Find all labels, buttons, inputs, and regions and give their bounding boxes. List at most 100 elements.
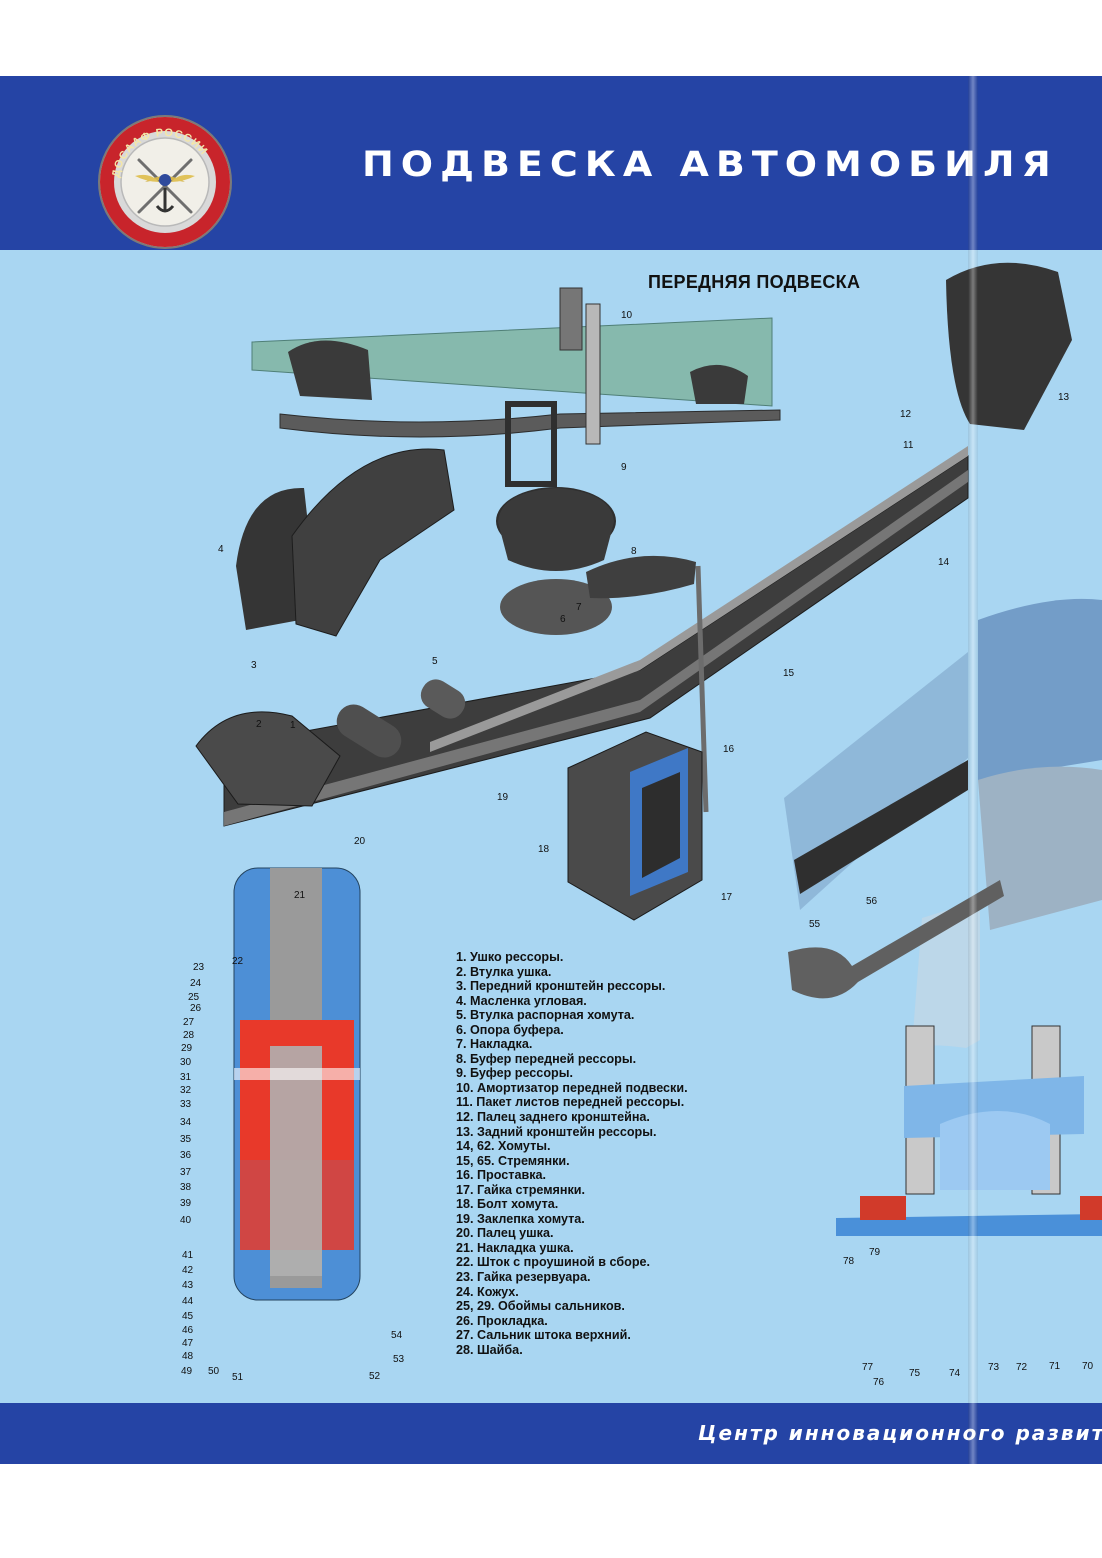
callout-22: 22 xyxy=(232,956,244,967)
callout-73: 73 xyxy=(988,1362,1000,1373)
callout-21: 21 xyxy=(294,890,306,901)
callout-30: 30 xyxy=(180,1057,192,1068)
legend-item: 24. Кожух. xyxy=(456,1284,519,1299)
callout-70: 70 xyxy=(1082,1361,1094,1372)
legend-item: 15, 65. Стремянки. xyxy=(456,1153,570,1168)
callout-56: 56 xyxy=(866,896,878,907)
callout-44: 44 xyxy=(182,1296,194,1307)
legend-item: 16. Проставка. xyxy=(456,1168,547,1183)
callout-33: 33 xyxy=(180,1099,192,1110)
callout-71: 71 xyxy=(1049,1361,1061,1372)
legend-item: 5. Втулка распорная хомута. xyxy=(456,1008,635,1023)
legend-item: 9. Буфер рессоры. xyxy=(456,1066,573,1081)
legend-item: 11. Пакет листов передней рессоры. xyxy=(456,1095,685,1110)
legend-item: 18. Болт хомута. xyxy=(456,1197,559,1212)
legend-item: 14, 62. Хомуты. xyxy=(456,1139,551,1154)
legend-item: 22. Шток с проушиной в сборе. xyxy=(456,1255,651,1270)
callout-41: 41 xyxy=(182,1250,194,1261)
callout-50: 50 xyxy=(208,1366,220,1377)
callout-43: 43 xyxy=(182,1280,194,1291)
callout-7: 7 xyxy=(576,602,582,613)
callout-39: 39 xyxy=(180,1198,192,1209)
legend-item: 13. Задний кронштейн рессоры. xyxy=(456,1124,657,1139)
callout-18: 18 xyxy=(538,844,550,855)
callout-numbers: 1 2 3 4 5 6 7 8 9 10 11 12 13 14 15 16 1… xyxy=(180,310,1094,1388)
callout-55: 55 xyxy=(809,919,821,930)
callout-42: 42 xyxy=(182,1265,194,1276)
callout-9: 9 xyxy=(621,462,627,473)
callout-77: 77 xyxy=(862,1362,874,1373)
legend-item: 8. Буфер передней рессоры. xyxy=(456,1051,637,1066)
callout-10: 10 xyxy=(621,310,633,321)
callout-36: 36 xyxy=(180,1150,192,1161)
parts-legend: 1. Ушко рессоры. 2. Втулка ушка. 3. Пере… xyxy=(456,950,688,1357)
callout-28: 28 xyxy=(183,1030,195,1041)
callout-24: 24 xyxy=(190,978,202,989)
callout-53: 53 xyxy=(393,1354,405,1365)
footer-text: Центр инновационного развития xyxy=(698,1421,1102,1445)
callout-37: 37 xyxy=(180,1167,192,1178)
section-title: ПЕРЕДНЯЯ ПОДВЕСКА xyxy=(648,272,861,292)
footer-band: Центр инновационного развития xyxy=(0,1403,1102,1464)
callout-1: 1 xyxy=(290,720,296,731)
callout-16: 16 xyxy=(723,744,735,755)
legend-item: 19. Заклепка хомута. xyxy=(456,1211,585,1226)
callout-6: 6 xyxy=(560,614,566,625)
legend-item: 21. Накладка ушка. xyxy=(456,1240,574,1255)
dosaaf-emblem: ДОСААФ РОССИИ xyxy=(98,115,232,249)
legend-item: 20. Палец ушка. xyxy=(456,1226,554,1241)
callout-72: 72 xyxy=(1016,1362,1028,1373)
callout-74: 74 xyxy=(949,1368,961,1379)
callout-76: 76 xyxy=(873,1377,885,1388)
legend-item: 10. Амортизатор передней подвески. xyxy=(456,1080,688,1095)
callout-79: 79 xyxy=(869,1247,881,1258)
callout-49: 49 xyxy=(181,1366,193,1377)
callout-47: 47 xyxy=(182,1338,194,1349)
callout-75: 75 xyxy=(909,1368,921,1379)
callout-11: 11 xyxy=(903,440,914,451)
callout-54: 54 xyxy=(391,1330,403,1341)
legend-item: 2. Втулка ушка. xyxy=(456,964,552,979)
callout-14: 14 xyxy=(938,557,950,568)
callout-23: 23 xyxy=(193,962,205,973)
callout-26: 26 xyxy=(190,1003,202,1014)
legend-item: 26. Прокладка. xyxy=(456,1313,548,1328)
callout-13: 13 xyxy=(1058,392,1070,403)
legend-item: 12. Палец заднего кронштейна. xyxy=(456,1110,650,1125)
callout-32: 32 xyxy=(180,1085,192,1096)
callout-38: 38 xyxy=(180,1182,192,1193)
poster: ДОСААФ РОССИИ ПОДВЕСКА АВТОМОБИЛЯ ПЕРЕДН… xyxy=(0,76,1102,1464)
poster-fold-seam xyxy=(968,76,978,1464)
header-band: ДОСААФ РОССИИ ПОДВЕСКА АВТОМОБИЛЯ xyxy=(0,76,1102,250)
legend-item: 3. Передний кронштейн рессоры. xyxy=(456,979,666,994)
callout-46: 46 xyxy=(182,1325,194,1336)
callout-31: 31 xyxy=(180,1072,192,1083)
legend-item: 7. Накладка. xyxy=(456,1037,533,1052)
callout-48: 48 xyxy=(182,1351,194,1362)
callout-29: 29 xyxy=(181,1043,193,1054)
front-suspension-diagram: 1 2 3 4 5 6 7 8 9 10 11 12 13 14 15 16 1… xyxy=(180,262,1102,1388)
callout-40: 40 xyxy=(180,1215,192,1226)
callout-17: 17 xyxy=(721,892,733,903)
legend-item: 27. Сальник штока верхний. xyxy=(456,1328,631,1343)
legend-item: 23. Гайка резервуара. xyxy=(456,1270,591,1285)
callout-51: 51 xyxy=(232,1372,244,1383)
callout-2: 2 xyxy=(256,719,262,730)
callout-4: 4 xyxy=(218,544,224,555)
callout-8: 8 xyxy=(631,546,637,557)
legend-item: 25, 29. Обоймы сальников. xyxy=(456,1299,625,1314)
callout-3: 3 xyxy=(251,660,257,671)
callout-34: 34 xyxy=(180,1117,192,1128)
callout-35: 35 xyxy=(180,1134,192,1145)
legend-item: 1. Ушко рессоры. xyxy=(456,950,564,964)
callout-12: 12 xyxy=(900,409,912,420)
callout-52: 52 xyxy=(369,1371,381,1382)
poster-title: ПОДВЕСКА АВТОМОБИЛЯ xyxy=(362,143,1058,185)
legend-item: 17. Гайка стремянки. xyxy=(456,1182,586,1197)
legend-item: 4. Масленка угловая. xyxy=(456,993,587,1008)
callout-15: 15 xyxy=(783,668,795,679)
callout-45: 45 xyxy=(182,1311,194,1322)
callout-20: 20 xyxy=(354,836,366,847)
callout-25: 25 xyxy=(188,992,200,1003)
callout-19: 19 xyxy=(497,792,509,803)
